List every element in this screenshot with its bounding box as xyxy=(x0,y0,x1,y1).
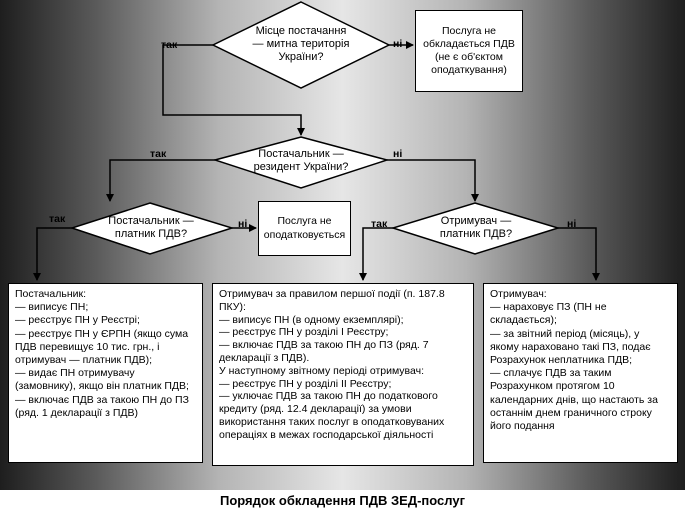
box-not-taxable-object-text: Послуга не обкладається ПДВ (не є об'єкт… xyxy=(423,24,515,77)
decision-location-text: Місце постачання — митна територія Украї… xyxy=(252,25,350,63)
label-yes-supplier-payer: так xyxy=(49,213,66,225)
label-no-location: ні xyxy=(393,38,403,50)
box-receiver-first-event: Отримувач за правилом першої події (п. 1… xyxy=(212,283,474,466)
decision-diamond-receiver-payer xyxy=(390,202,561,255)
connector-receiver-payer-yes xyxy=(359,227,393,281)
box-not-taxed-text: Послуга не оподатковується xyxy=(263,215,346,241)
label-no-supplier-payer: ні xyxy=(238,218,248,230)
connector-location-yes xyxy=(162,44,305,136)
box-receiver-nonpayer: Отримувач: — нараховує ПЗ (ПН не складає… xyxy=(483,283,678,463)
decision-diamond-supplier-payer xyxy=(69,202,235,255)
box-supplier-duties: Постачальник: — виписує ПН; — реєструє П… xyxy=(8,283,203,463)
box-receiver-first-event-text: Отримувач за правилом першої події (п. 1… xyxy=(219,288,445,441)
decision-supplier-payer-text: Постачальник — платник ПДВ? xyxy=(108,215,194,240)
label-no-resident: ні xyxy=(393,148,403,160)
decision-resident-text: Постачальник — резидент України? xyxy=(253,148,349,173)
connector-supplier-payer-yes xyxy=(33,227,72,281)
connector-resident-no xyxy=(387,159,479,202)
decision-diamond-location xyxy=(211,1,391,89)
label-yes-receiver-payer: так xyxy=(371,218,388,230)
diagram-caption: Порядок обкладення ПДВ ЗЕД-послуг xyxy=(219,493,466,508)
box-receiver-nonpayer-text: Отримувач: — нараховує ПЗ (ПН не складає… xyxy=(490,288,658,433)
label-yes-location: так xyxy=(161,39,178,51)
decision-receiver-payer-text: Отримувач — платник ПДВ? xyxy=(439,215,513,240)
box-supplier-duties-text: Постачальник: — виписує ПН; — реєструє П… xyxy=(15,288,189,419)
connector-resident-yes xyxy=(106,159,215,202)
connector-receiver-payer-no xyxy=(558,227,600,281)
box-not-taxed: Послуга не оподатковується xyxy=(258,201,351,256)
label-no-receiver-payer: ні xyxy=(567,218,577,230)
flowchart-connectors xyxy=(33,1,600,281)
decision-diamond-resident xyxy=(212,136,390,189)
label-yes-resident: так xyxy=(150,148,167,160)
flowchart: Місце постачання — митна територія Украї… xyxy=(0,0,685,490)
box-not-taxable-object: Послуга не обкладається ПДВ (не є об'єкт… xyxy=(415,10,523,92)
